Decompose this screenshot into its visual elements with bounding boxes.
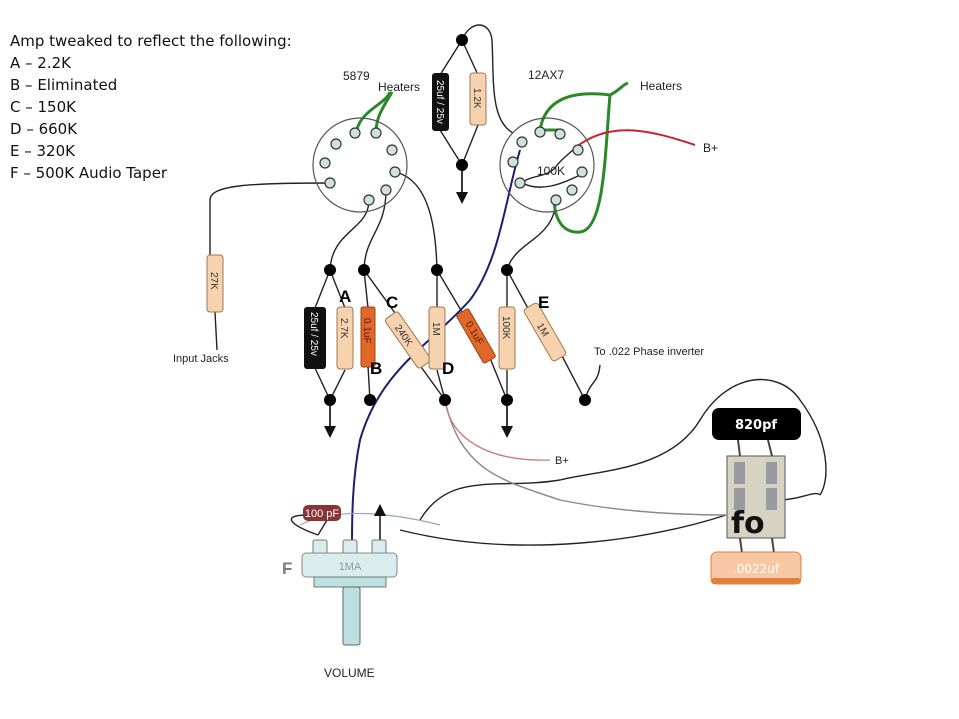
internal-resistor-label: 100K: [537, 164, 565, 178]
tube-5879-name: 5879: [343, 69, 370, 83]
heater-wiring: [354, 81, 629, 234]
svg-text:1.2K: 1.2K: [471, 88, 482, 109]
volume-pot[interactable]: 1MA: [301, 539, 398, 646]
top-capacitor: 25uf / 25v: [432, 73, 449, 131]
marker-c: C: [386, 293, 398, 312]
bplus-top-label: B+: [703, 141, 718, 155]
resistor-e: 1M: [523, 302, 567, 362]
svg-text:2.7K: 2.7K: [338, 318, 349, 339]
wire-bplus-top: [574, 129, 696, 149]
tube-5879: [312, 117, 408, 213]
capacitor-0022uf: .0022uf: [710, 551, 802, 585]
bottom-capacitor: 25uf / 25v: [304, 307, 326, 369]
capacitor-b: 0.1uF: [360, 306, 376, 368]
tube-12ax7-name: 12AX7: [528, 68, 564, 82]
marker-b: B: [370, 359, 382, 378]
note-e: E – 320K: [10, 142, 75, 160]
svg-text:1M: 1M: [430, 322, 441, 336]
resistor-d: 1M: [428, 306, 446, 370]
tube-12ax7: [499, 117, 595, 213]
tone-switch[interactable]: fo: [726, 455, 786, 541]
volume-label: VOLUME: [324, 666, 375, 680]
marker-e: E: [538, 293, 549, 312]
svg-text:1MA: 1MA: [339, 561, 362, 573]
junction-nodes: [324, 34, 591, 406]
svg-text:100 pF: 100 pF: [305, 508, 340, 520]
top-resistor: 1.2K: [469, 72, 487, 126]
wire-bplus-bottom: [444, 399, 551, 461]
marker-d: D: [442, 359, 454, 378]
svg-text:100K: 100K: [500, 316, 511, 340]
wire-input-lead: [214, 311, 218, 351]
ground-arrows: [324, 170, 513, 545]
note-c: C – 150K: [10, 98, 76, 116]
input-jacks-label: Input Jacks: [173, 353, 229, 365]
svg-text:25uf / 25v: 25uf / 25v: [308, 312, 319, 356]
wire-input: [209, 182, 331, 255]
notes-title: Amp tweaked to reflect the following:: [10, 32, 292, 50]
tube-12ax7-heaters-label: Heaters: [640, 79, 682, 93]
capacitor-mid: 0.1uF: [456, 308, 496, 364]
wire-cathode: [461, 24, 514, 134]
phase-inverter-label: To .022 Phase inverter: [594, 346, 704, 358]
resistor-a: 2.7K: [336, 306, 354, 370]
wiring: [209, 24, 827, 546]
note-a: A – 2.2K: [10, 54, 71, 72]
marker-a: A: [339, 287, 351, 306]
svg-text:27K: 27K: [208, 272, 219, 290]
svg-text:0.1uF: 0.1uF: [361, 318, 372, 344]
svg-text:820pf: 820pf: [735, 418, 777, 433]
wire-5879-p9: [329, 199, 370, 271]
svg-text:25uf / 25v: 25uf / 25v: [434, 80, 445, 124]
marker-f: F: [282, 559, 292, 578]
wire-5879-p8: [363, 189, 387, 271]
svg-text:.0022uf: .0022uf: [733, 562, 780, 576]
input-resistor: 27K: [206, 254, 224, 313]
capacitor-820pf: 820pf: [712, 408, 801, 440]
capacitor-100pf: 100 pF: [303, 505, 341, 521]
bplus-bottom-label: B+: [555, 455, 569, 467]
note-b: B – Eliminated: [10, 76, 118, 94]
tube-5879-heaters-label: Heaters: [378, 80, 420, 94]
resistor-100k: 100K: [498, 306, 516, 370]
note-f: F – 500K Audio Taper: [10, 164, 168, 182]
modification-notes: Amp tweaked to reflect the following: A …: [10, 30, 292, 184]
svg-text:fo: fo: [731, 506, 765, 541]
note-d: D – 660K: [10, 120, 78, 138]
